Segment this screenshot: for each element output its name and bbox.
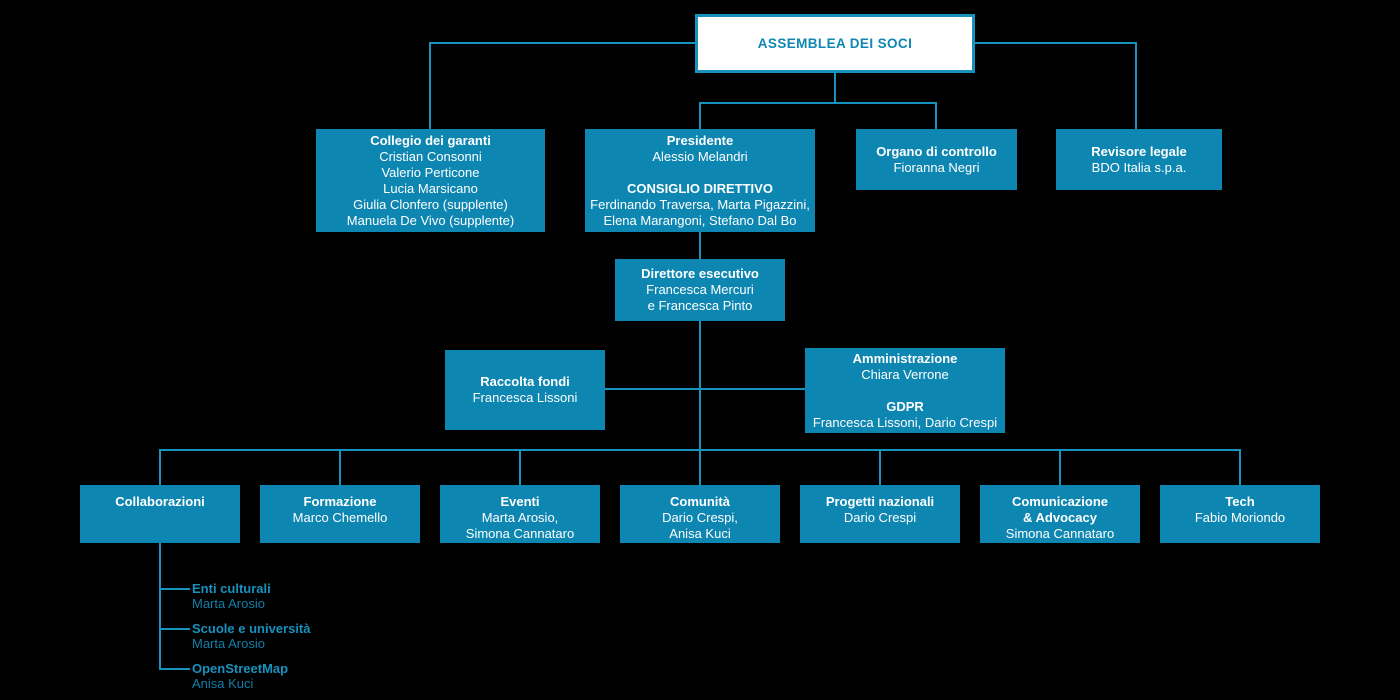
node-title: Tech xyxy=(1225,494,1255,509)
connector-organo-drop xyxy=(935,102,937,129)
connector-root-down xyxy=(834,73,836,104)
node-title: Comunicazione xyxy=(1011,494,1109,509)
node-title: Amministrazione xyxy=(852,350,958,366)
node-title: Organo di controllo xyxy=(876,143,997,159)
node-subtitle: CONSIGLIO DIRETTIVO xyxy=(627,180,773,196)
subnode-member: Marta Arosio xyxy=(192,636,265,651)
node-member: Cristian Consonni xyxy=(379,148,482,164)
node-member: Valerio Perticone xyxy=(381,164,480,180)
node-member: Marco Chemello xyxy=(292,510,388,525)
org-node-revisore-legale: Revisore legale BDO Italia s.p.a. xyxy=(1056,129,1222,190)
connector-drop-eventi xyxy=(519,449,521,485)
node-member: Chiara Verrone xyxy=(861,366,949,382)
org-node-raccolta-fondi: Raccolta fondi Francesca Lissoni xyxy=(445,350,605,430)
org-subnode-scuole-universita: Scuole e università Marta Arosio xyxy=(192,621,311,651)
connector-drop-formazione xyxy=(339,449,341,485)
connector-direttore-down xyxy=(699,321,701,451)
org-node-presidente-consiglio-direttivo: Presidente Alessio Melandri CONSIGLIO DI… xyxy=(585,129,815,232)
node-member: Simona Cannataro xyxy=(1005,526,1115,541)
connector-collaborazioni-subtree xyxy=(159,543,161,670)
node-member: BDO Italia s.p.a. xyxy=(1091,159,1187,175)
org-subnode-enti-culturali: Enti culturali Marta Arosio xyxy=(192,581,271,611)
connector-drop-tech xyxy=(1239,449,1241,485)
connector-drop-progetti xyxy=(879,449,881,485)
node-member: Fioranna Negri xyxy=(893,159,980,175)
node-member: Marta Arosio, xyxy=(481,510,559,525)
node-title: Formazione xyxy=(303,494,377,509)
subnode-title: Enti culturali xyxy=(192,581,271,596)
node-title: Raccolta fondi xyxy=(480,374,570,389)
connector-root-to-collegio-h xyxy=(430,42,697,44)
org-node-amministrazione-gdpr: Amministrazione Chiara Verrone GDPR Fran… xyxy=(805,348,1005,433)
subnode-title: Scuole e università xyxy=(192,621,311,636)
node-title: Presidente xyxy=(666,132,734,148)
node-member: Giulia Clonfero (supplente) xyxy=(353,196,508,212)
node-member: Fabio Moriondo xyxy=(1194,510,1286,525)
org-node-assemblea-dei-soci: ASSEMBLEA DEI SOCI xyxy=(695,14,975,73)
node-member: Ferdinando Traversa, Marta Pigazzini, xyxy=(590,196,810,212)
org-node-direttore-esecutivo: Direttore esecutivo Francesca Mercuri e … xyxy=(615,259,785,321)
node-member: e Francesca Pinto xyxy=(647,298,753,313)
org-node-organo-di-controllo: Organo di controllo Fioranna Negri xyxy=(856,129,1017,190)
node-title: Progetti nazionali xyxy=(825,494,935,509)
subnode-member: Anisa Kuci xyxy=(192,676,254,691)
node-title: Collaborazioni xyxy=(115,494,205,509)
node-member: Manuela De Vivo (supplente) xyxy=(346,212,515,228)
node-member: Francesca Lissoni, Dario Crespi xyxy=(812,414,998,430)
node-subtitle: GDPR xyxy=(886,398,924,414)
org-node-collegio-dei-garanti: Collegio dei garanti Cristian Consonni V… xyxy=(316,129,545,232)
org-node-comunicazione-advocacy: Comunicazione & Advocacy Simona Cannatar… xyxy=(980,485,1140,543)
node-title: & Advocacy xyxy=(1023,510,1097,525)
connector-presidente-drop xyxy=(699,102,701,129)
connector-root-to-revisore-h xyxy=(973,42,1137,44)
connector-root-to-revisore-v xyxy=(1135,42,1137,129)
node-title: Eventi xyxy=(500,494,540,509)
node-member: Lucia Marsicano xyxy=(383,180,478,196)
org-node-collaborazioni: Collaborazioni xyxy=(80,485,240,543)
org-node-eventi: Eventi Marta Arosio, Simona Cannataro xyxy=(440,485,600,543)
connector-tick-enti-culturali xyxy=(159,588,190,590)
node-title: Direttore esecutivo xyxy=(641,266,759,281)
subnode-member: Marta Arosio xyxy=(192,596,265,611)
node-title: Revisore legale xyxy=(1091,143,1187,159)
connector-tick-scuole xyxy=(159,628,190,630)
subnode-title: OpenStreetMap xyxy=(192,661,289,676)
connector-presidente-direttore xyxy=(699,232,701,259)
org-node-tech: Tech Fabio Moriondo xyxy=(1160,485,1320,543)
org-node-comunita: Comunità Dario Crespi, Anisa Kuci xyxy=(620,485,780,543)
node-title: ASSEMBLEA DEI SOCI xyxy=(757,36,913,51)
node-member: Anisa Kuci xyxy=(669,526,731,541)
node-member: Dario Crespi xyxy=(843,510,917,525)
org-subnode-openstreetmap: OpenStreetMap Anisa Kuci xyxy=(192,661,288,691)
connector-root-to-collegio-v xyxy=(429,42,431,129)
org-node-formazione: Formazione Marco Chemello xyxy=(260,485,420,543)
node-title: Comunità xyxy=(670,494,730,509)
node-member: Francesca Lissoni xyxy=(472,390,578,405)
node-member: Alessio Melandri xyxy=(652,148,748,164)
node-member: Francesca Mercuri xyxy=(646,282,754,297)
connector-raccolta-amministrazione xyxy=(605,388,805,390)
node-member: Elena Marangoni, Stefano Dal Bo xyxy=(603,212,797,228)
org-node-progetti-nazionali: Progetti nazionali Dario Crespi xyxy=(800,485,960,543)
node-member: Simona Cannataro xyxy=(465,526,575,541)
connector-tick-openstreetmap xyxy=(159,668,190,670)
connector-row2-h xyxy=(699,102,937,104)
connector-drop-collaborazioni xyxy=(159,449,161,485)
node-member: Dario Crespi, xyxy=(662,510,738,525)
connector-drop-comunita xyxy=(699,449,701,485)
node-title: Collegio dei garanti xyxy=(370,132,491,148)
connector-drop-comunicazione xyxy=(1059,449,1061,485)
